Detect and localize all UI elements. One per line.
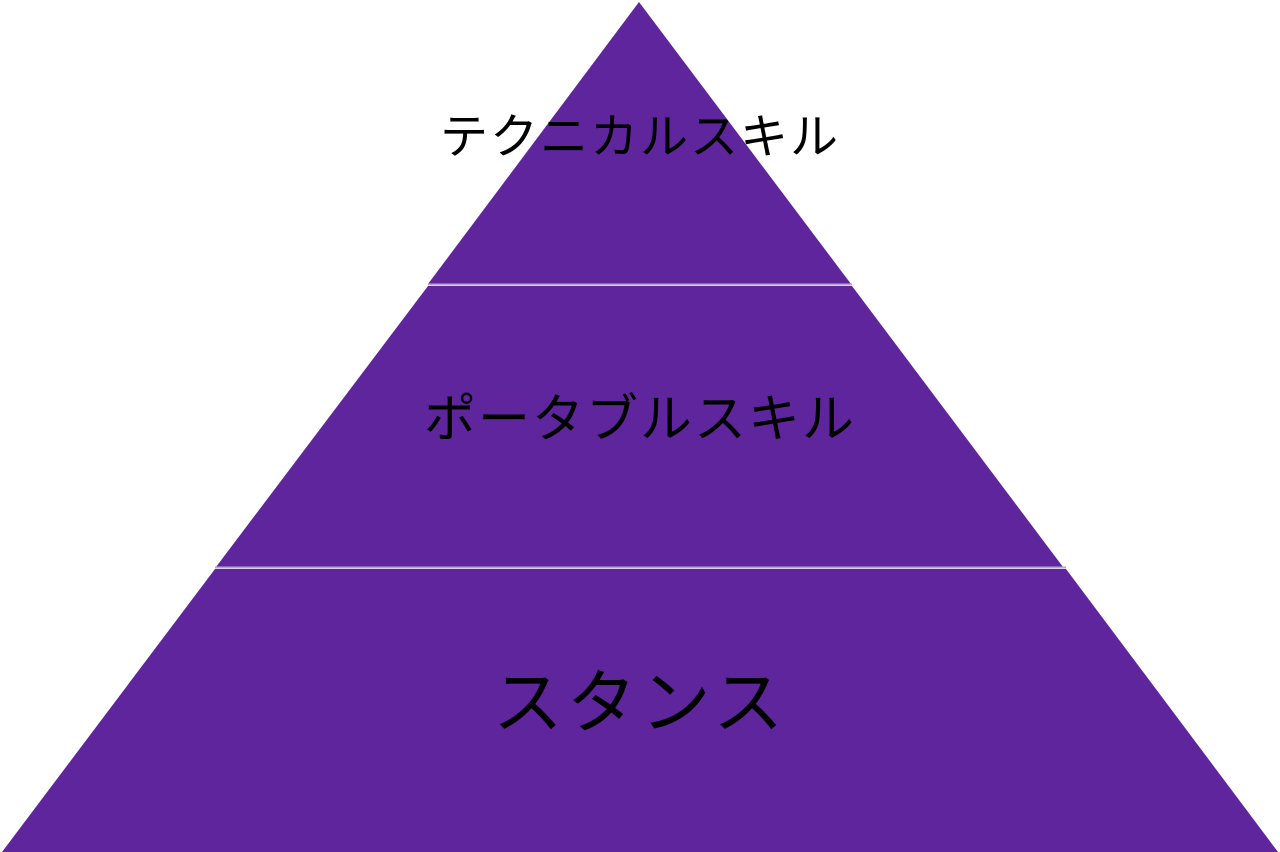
- tier-bottom-shape: [2, 569, 1278, 852]
- tier-middle-label: ポータブルスキル: [423, 390, 856, 450]
- tier-bottom-label: スタンス: [492, 662, 788, 744]
- tier-top-shape: [428, 2, 851, 284]
- tier-middle-shape: [216, 286, 1063, 567]
- tier-top-label: テクニカルスキル: [439, 109, 840, 165]
